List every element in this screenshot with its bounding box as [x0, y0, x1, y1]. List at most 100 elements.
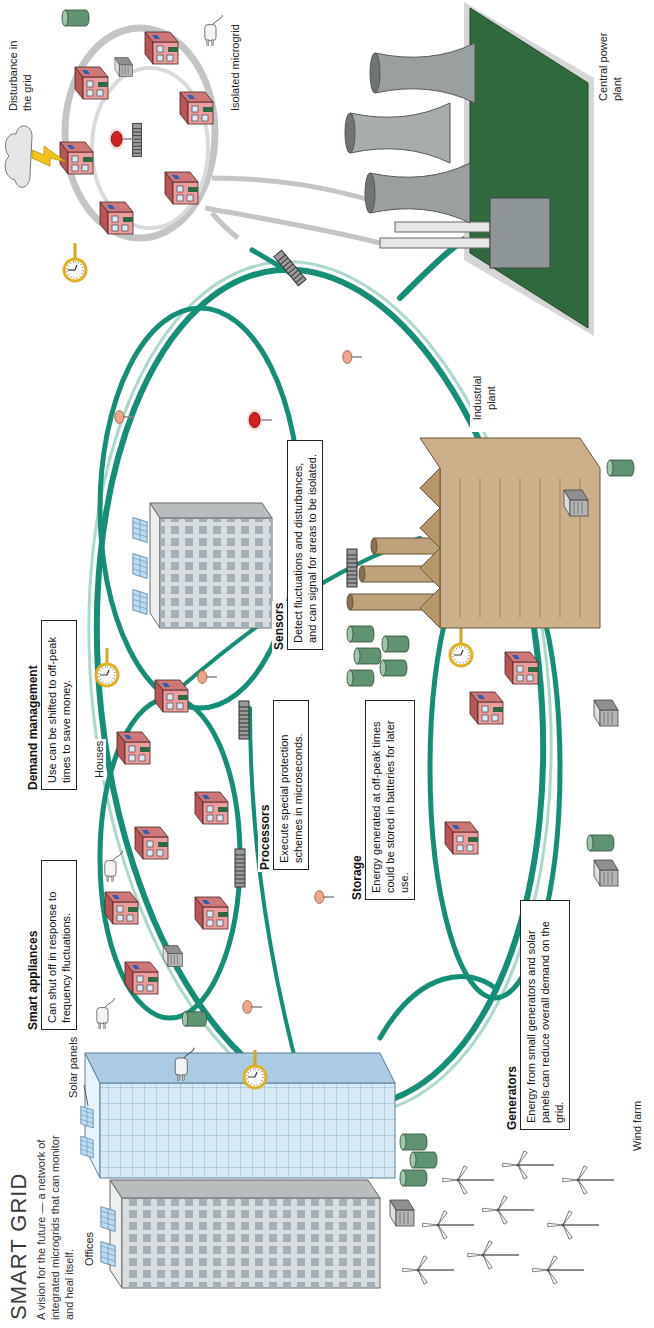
callout-heading: Smart appliances [26, 929, 41, 1032]
offices-illustration [81, 1048, 437, 1288]
callout-text: Energy generated at off-peak times could… [365, 700, 415, 900]
grid-hub [235, 849, 245, 887]
wind-turbine [533, 1256, 584, 1284]
callout-heading: Generators [505, 1064, 520, 1132]
sensor [343, 351, 362, 364]
wind-turbine [503, 1151, 554, 1179]
building-side [110, 1180, 380, 1198]
isolated-microgrid-lines [65, 28, 380, 243]
battery [347, 670, 374, 686]
solar-panel [81, 1136, 93, 1158]
smokestack [380, 238, 490, 248]
sensor [315, 891, 334, 904]
solar-panel [133, 554, 147, 579]
solar-panel [133, 518, 147, 543]
grid-ring [49, 239, 592, 1138]
microgrid-line [212, 213, 238, 238]
generator-unit [594, 700, 618, 726]
callout-text: Energy from small generators and solar p… [520, 900, 570, 1130]
grid-line [380, 976, 495, 1038]
callout-text: Execute special protection schemes in mi… [273, 700, 309, 870]
callout-text: Detect fluctuations and disturbances, an… [287, 440, 323, 650]
solar-panel [133, 590, 147, 615]
industrial-plant-illustration [347, 438, 600, 628]
meter [450, 628, 472, 666]
wind-turbine [483, 1196, 534, 1224]
battery [587, 835, 614, 851]
house [117, 732, 150, 764]
house [75, 67, 108, 99]
callout-box: ProcessorsExecute special protection sch… [258, 700, 310, 870]
house [195, 792, 228, 824]
part-label: Houses [92, 739, 106, 780]
chimney-top [371, 538, 377, 554]
generator-unit [390, 1200, 414, 1226]
solar-panel [81, 1106, 93, 1128]
chimney-top [347, 594, 353, 610]
callout-heading: Demand management [26, 663, 41, 792]
callout-heading: Storage [350, 853, 365, 902]
building-windows [160, 518, 272, 628]
battery [607, 460, 634, 476]
lightning-bolt [32, 146, 66, 166]
generator-unit [115, 57, 133, 76]
sensor [243, 1001, 262, 1014]
meter [96, 648, 118, 686]
battery [410, 1152, 437, 1168]
battery [400, 1134, 427, 1150]
office-building [122, 1198, 380, 1288]
battery [380, 660, 407, 676]
houses-illustration [96, 648, 245, 1028]
factory-body [420, 438, 600, 628]
part-label: Central power plant [596, 19, 624, 103]
part-label: Industrial plant [470, 364, 498, 432]
smart-plug [105, 851, 123, 881]
wind-turbine [403, 1256, 454, 1284]
storm-cloud [5, 126, 32, 187]
wind-turbine [468, 1241, 519, 1269]
house [180, 92, 213, 124]
grid-ring [100, 698, 240, 1018]
generator-unit [564, 490, 588, 516]
smart-plug [97, 998, 115, 1028]
tower-top [345, 113, 355, 153]
house [105, 892, 138, 924]
caption: A vision for the future — a network of i… [34, 1130, 76, 1320]
callout-box: StorageEnergy generated at off-peak time… [350, 700, 416, 900]
callout-box: SensorsDetect fluctuations and disturban… [272, 440, 324, 650]
callout-box: Smart appliancesCan shut off in response… [26, 860, 78, 1030]
cooling-tower [375, 43, 475, 103]
smokestack [395, 222, 490, 232]
wind-turbine [443, 1166, 494, 1194]
smart-plug [205, 15, 223, 45]
callout-box: Demand managementUse can be shifted to o… [26, 620, 78, 790]
factory-roof [420, 468, 440, 628]
house [60, 142, 93, 174]
tower-side [85, 1053, 395, 1083]
callout-box: GeneratorsEnergy from small generators a… [505, 900, 571, 1130]
battery [354, 648, 381, 664]
alert-sensor [247, 409, 272, 431]
cooling-tower [370, 163, 470, 223]
part-label: Wind farm [630, 1099, 644, 1153]
wind-turbine [563, 1166, 614, 1194]
grid-hub [239, 701, 249, 739]
meter [64, 243, 86, 281]
microgrid-ring [65, 28, 215, 238]
grid-hub [274, 250, 306, 286]
wind-turbine [548, 1211, 599, 1239]
house [135, 827, 168, 859]
house [445, 822, 478, 854]
grey-building [160, 518, 272, 628]
generator-unit [594, 860, 618, 886]
title: SMART GRID [6, 1173, 32, 1320]
tower-top [370, 53, 380, 93]
plant-building [490, 198, 550, 268]
plant-platform [464, 2, 594, 336]
leader-line [84, 1085, 88, 1106]
building-roof [150, 503, 160, 628]
tower-glass [100, 1083, 395, 1178]
battery [347, 626, 374, 642]
cooling-tower [350, 103, 450, 163]
